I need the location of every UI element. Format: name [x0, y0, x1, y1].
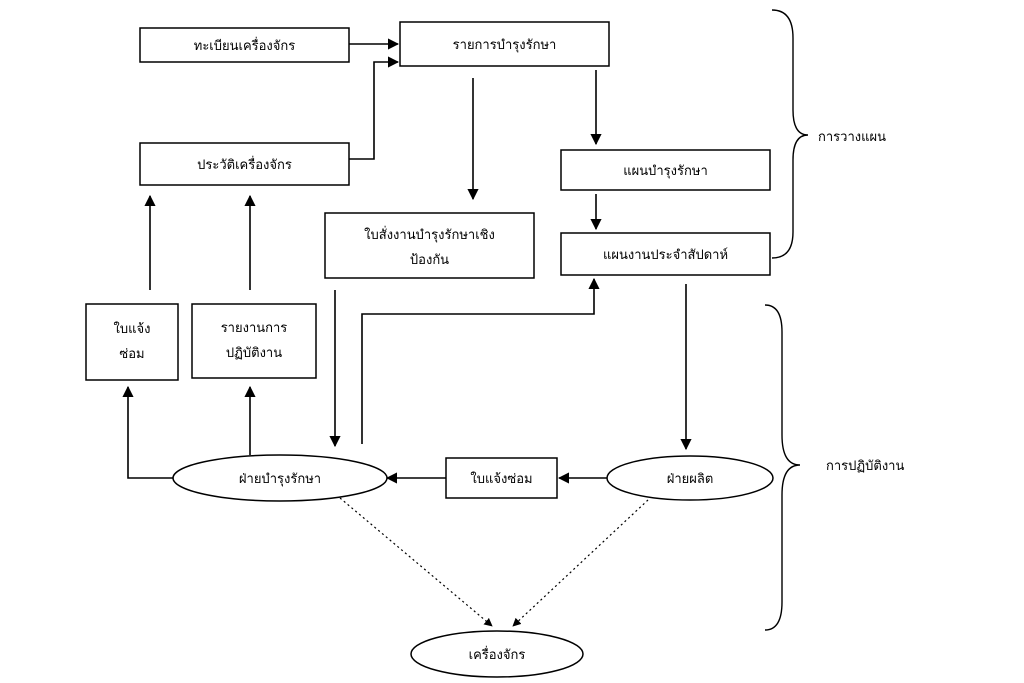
svg-text:ป้องกัน: ป้องกัน — [410, 253, 449, 268]
svg-text:เครื่องจักร: เครื่องจักร — [469, 646, 526, 663]
planning-brace — [771, 9, 809, 259]
edge-maintenance-to-repair-notice — [122, 385, 173, 479]
node-maintenance-plan: แผนบำรุงรักษา — [560, 149, 771, 191]
edge-production-to-machine — [512, 499, 649, 627]
svg-text:รายการบำรุงรักษา: รายการบำรุงรักษา — [453, 38, 557, 53]
operation-label: การปฏิบัติงาน — [826, 459, 904, 474]
node-machine-register: ทะเบียนเครื่องจักร — [139, 27, 350, 63]
svg-text:ปฏิบัติงาน: ปฏิบัติงาน — [226, 346, 282, 361]
node-repair-notice: ใบแจ้ง ซ่อม — [85, 303, 179, 381]
svg-text:ทะเบียนเครื่องจักร: ทะเบียนเครื่องจักร — [194, 37, 296, 54]
svg-text:ซ่อม: ซ่อม — [119, 347, 144, 362]
edge-maintenance-to-weekly — [361, 277, 600, 444]
node-work-report: รายงานการ ปฏิบัติงาน — [191, 303, 317, 379]
node-machine-history: ประวัติเครื่องจักร — [139, 142, 350, 186]
node-weekly-plan: แผนงานประจำสัปดาห์ — [560, 232, 771, 276]
edge-history-to-list — [349, 56, 400, 160]
node-pm-order: ใบสั่งงานบำรุงรักษาเชิง ป้องกัน — [324, 212, 535, 279]
svg-text:ฝ่ายผลิต: ฝ่ายผลิต — [667, 472, 714, 487]
svg-text:ฝ่ายบำรุงรักษา: ฝ่ายบำรุงรักษา — [239, 472, 321, 487]
edge-maintenance-to-machine — [339, 497, 493, 627]
svg-text:ใบแจ้ง: ใบแจ้ง — [114, 321, 151, 337]
svg-text:ใบสั่งงานบำรุงรักษาเชิง: ใบสั่งงานบำรุงรักษาเชิง — [364, 226, 495, 243]
node-production-dept: ฝ่ายผลิต — [606, 455, 774, 501]
svg-text:แผนบำรุงรักษา: แผนบำรุงรักษา — [623, 164, 708, 179]
edges — [122, 38, 692, 627]
planning-label: การวางแผน — [818, 130, 886, 145]
svg-text:รายงานการ: รายงานการ — [221, 321, 288, 336]
svg-text:ประวัติเครื่องจักร: ประวัติเครื่องจักร — [197, 156, 292, 173]
node-maintenance-list: รายการบำรุงรักษา — [399, 21, 610, 67]
node-repair-notice-mid: ใบแจ้งซ่อม — [445, 457, 558, 499]
svg-text:แผนงานประจำสัปดาห์: แผนงานประจำสัปดาห์ — [603, 247, 728, 263]
svg-text:ใบแจ้งซ่อม: ใบแจ้งซ่อม — [470, 471, 532, 487]
node-maintenance-dept: ฝ่ายบำรุงรักษา — [172, 454, 388, 502]
node-machine: เครื่องจักร — [410, 630, 584, 678]
operation-brace — [764, 304, 801, 631]
